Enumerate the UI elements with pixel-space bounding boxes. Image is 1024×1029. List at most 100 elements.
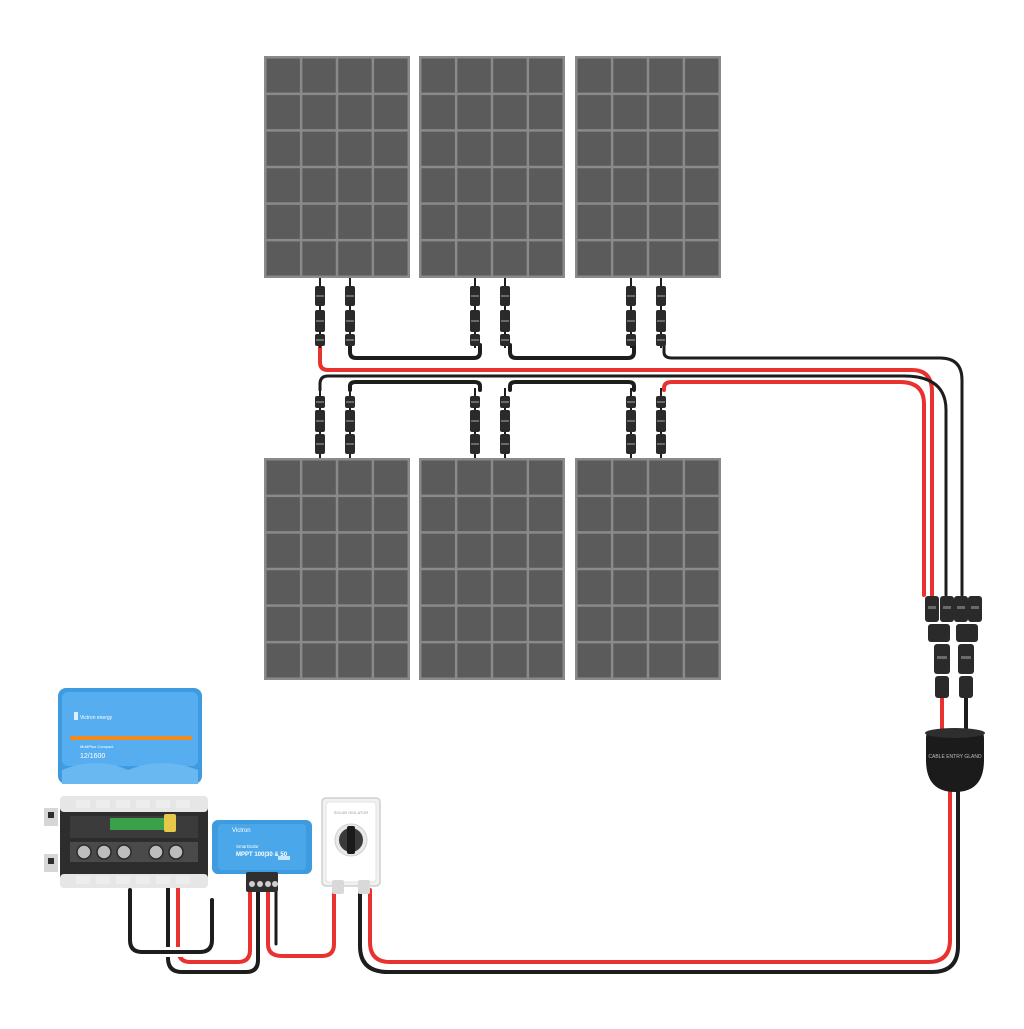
- panel-cell: [374, 168, 408, 203]
- panel-cell: [338, 95, 372, 130]
- panel-cell: [577, 95, 611, 130]
- panel-cell: [613, 241, 647, 276]
- panel-cell: [374, 460, 408, 495]
- mppt-model: MPPT 100|30 & 50: [236, 852, 288, 858]
- panel-cell: [529, 204, 563, 239]
- panel-cell: [613, 131, 647, 166]
- panel-cell: [649, 168, 683, 203]
- gland-label: CABLE ENTRY GLAND: [928, 754, 982, 760]
- panel-cell: [613, 204, 647, 239]
- panel-cell: [266, 497, 300, 532]
- panel-cell: [302, 168, 336, 203]
- panel-cell: [649, 570, 683, 605]
- panel-cell: [649, 131, 683, 166]
- inverter-brand: Victron energy: [80, 715, 113, 721]
- panel-cell: [338, 241, 372, 276]
- panel-cell: [421, 497, 455, 532]
- mc4-connector: [626, 388, 636, 458]
- panel-cell: [421, 570, 455, 605]
- panel-cell: [302, 643, 336, 678]
- panel-cell: [649, 460, 683, 495]
- panel-cell: [493, 460, 527, 495]
- panel-cell: [613, 606, 647, 641]
- panel-cell: [649, 606, 683, 641]
- panel-cell: [493, 643, 527, 678]
- panel-cell: [302, 131, 336, 166]
- panel-cell: [577, 204, 611, 239]
- panel-cell: [457, 497, 491, 532]
- panel-cell: [421, 606, 455, 641]
- panel-cell: [374, 58, 408, 93]
- panel-cell: [266, 204, 300, 239]
- panel-cell: [266, 168, 300, 203]
- panel-cell: [266, 643, 300, 678]
- solar-panel: [264, 56, 410, 278]
- panel-cell: [338, 131, 372, 166]
- panel-cell: [685, 643, 719, 678]
- panel-cell: [685, 460, 719, 495]
- panel-cell: [577, 497, 611, 532]
- panel-cell: [457, 241, 491, 276]
- inverter-rating: 12/1600: [80, 753, 105, 760]
- busbar-fuse: [110, 818, 170, 830]
- panel-cell: [685, 131, 719, 166]
- panel-cell: [613, 533, 647, 568]
- panel-cell: [649, 533, 683, 568]
- panel-cell: [529, 168, 563, 203]
- panel-cell: [338, 533, 372, 568]
- panel-cell: [457, 606, 491, 641]
- panel-cell: [457, 204, 491, 239]
- mc4-connector: [315, 278, 325, 348]
- dc-distribution-box: [44, 796, 208, 888]
- panel-cell: [374, 241, 408, 276]
- panel-cell: [421, 95, 455, 130]
- wiring: [125, 340, 971, 977]
- panel-cell: [302, 204, 336, 239]
- panel-cell: [421, 204, 455, 239]
- panel-cell: [577, 168, 611, 203]
- panel-cell: [493, 497, 527, 532]
- panel-cell: [577, 570, 611, 605]
- panel-cell: [302, 95, 336, 130]
- panel-cell: [266, 241, 300, 276]
- panel-cell: [577, 606, 611, 641]
- panel-cell: [302, 58, 336, 93]
- panel-cell: [266, 606, 300, 641]
- solar-panel: [419, 458, 565, 680]
- panel-cell: [457, 131, 491, 166]
- panel-cell: [577, 58, 611, 93]
- panel-cell: [457, 58, 491, 93]
- panel-cell: [577, 533, 611, 568]
- inverter-model-line: MultiPlus Compact: [80, 744, 114, 749]
- panel-cell: [374, 95, 408, 130]
- panel-cell: [457, 570, 491, 605]
- panel-cell: [529, 570, 563, 605]
- panel-cell: [374, 533, 408, 568]
- panel-cell: [374, 643, 408, 678]
- panel-cell: [457, 643, 491, 678]
- panel-cell: [493, 168, 527, 203]
- panel-cell: [338, 58, 372, 93]
- panel-cell: [613, 95, 647, 130]
- mppt-charge-controller: Victron SmartSolar MPPT 100|30 & 50: [212, 820, 312, 892]
- panel-cell: [266, 460, 300, 495]
- dc-isolator-switch[interactable]: SOLAR ISOLATOR: [321, 797, 381, 894]
- panel-cell: [302, 570, 336, 605]
- panel-cell: [421, 131, 455, 166]
- panel-cell: [457, 460, 491, 495]
- mc4-connectors: [315, 278, 666, 458]
- panel-cell: [374, 606, 408, 641]
- panel-cell: [302, 606, 336, 641]
- panel-cell: [302, 533, 336, 568]
- mc4-connector: [500, 388, 510, 458]
- panel-cell: [613, 497, 647, 532]
- panel-cell: [577, 241, 611, 276]
- mc4-connector: [470, 388, 480, 458]
- mc4-connector: [626, 278, 636, 348]
- mc4-connector: [500, 278, 510, 348]
- panel-cell: [529, 241, 563, 276]
- panel-cell: [266, 95, 300, 130]
- panel-cell: [457, 533, 491, 568]
- solar-panel: [575, 56, 721, 278]
- panel-cell: [685, 95, 719, 130]
